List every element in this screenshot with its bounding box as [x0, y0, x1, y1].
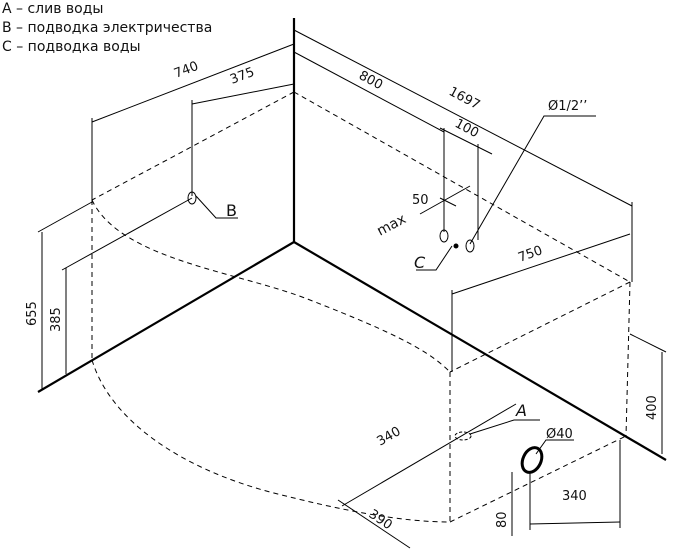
marker-a: A [515, 401, 527, 420]
room-walls [37, 18, 667, 461]
dim-740-line [91, 43, 295, 123]
label-400: 400 [645, 395, 660, 420]
label-740: 740 [172, 59, 201, 82]
dim-390-line [337, 499, 411, 549]
leader-pipe-diameter [469, 115, 596, 245]
floor-edge-left [37, 241, 295, 393]
water-inlet-right-icon [465, 239, 475, 253]
dim-400-top-ext [629, 333, 667, 353]
label-80: 80 [495, 511, 510, 528]
label-1697: 1697 [446, 84, 482, 113]
tub-base-right [449, 435, 627, 523]
label-655: 655 [25, 301, 40, 326]
tub-rim-left-wall [91, 91, 295, 201]
label-340-right: 340 [562, 489, 587, 504]
dim-340-left-line [341, 403, 517, 507]
dim-375-line [191, 83, 295, 105]
dimension-lines [37, 29, 667, 549]
electric-outlet-icon [187, 191, 197, 205]
dim-1697-line [293, 29, 633, 207]
tub-rim-right-wall [293, 91, 631, 283]
tub-rim-front-curve [91, 199, 451, 373]
dim-750-line [451, 233, 631, 295]
dimension-labels: 740 375 800 1697 100 Ø1/2’’ max 50 750 6… [25, 59, 660, 533]
label-drain-diameter: Ø40 [546, 427, 573, 442]
floor-edge-right [293, 241, 667, 461]
water-point-icon [453, 243, 459, 249]
legend: A – слив воды B – подводка электричества… [2, 0, 212, 57]
label-pipe-diameter: Ø1/2’’ [548, 99, 587, 114]
dim-50-tick [439, 197, 457, 207]
leader-water [416, 245, 453, 271]
legend-item-c: C – подводка воды [2, 39, 141, 55]
tub-corner-right [625, 281, 631, 437]
dim-385-top-ext [61, 197, 193, 271]
legend-item-b: B – подводка электричества [2, 20, 213, 36]
dim-100-line [439, 127, 493, 155]
label-390: 390 [366, 507, 395, 533]
drain-floor-icon [454, 431, 472, 441]
tub-base-curve [91, 359, 451, 523]
bathtub-outline [91, 91, 631, 523]
point-markers: A B C [226, 201, 527, 420]
label-100: 100 [452, 116, 481, 141]
label-800: 800 [356, 68, 385, 93]
dim-800-line [293, 51, 445, 133]
fittings [187, 191, 544, 474]
label-max: max [374, 211, 408, 239]
label-750: 750 [516, 243, 544, 266]
label-385: 385 [49, 307, 64, 332]
legend-item-a: A – слив воды [2, 1, 104, 17]
dim-340-right-line [529, 521, 621, 525]
marker-b: B [226, 201, 237, 220]
leader-drain [469, 419, 540, 435]
water-inlet-left-icon [439, 229, 449, 243]
dim-655-top-ext [37, 201, 93, 233]
drain-pipe-icon [520, 446, 544, 474]
leader-electric [195, 195, 238, 219]
marker-c: C [414, 253, 426, 272]
tub-rim-front-end [449, 281, 631, 373]
label-50: 50 [412, 193, 429, 208]
label-340-left: 340 [375, 424, 404, 449]
